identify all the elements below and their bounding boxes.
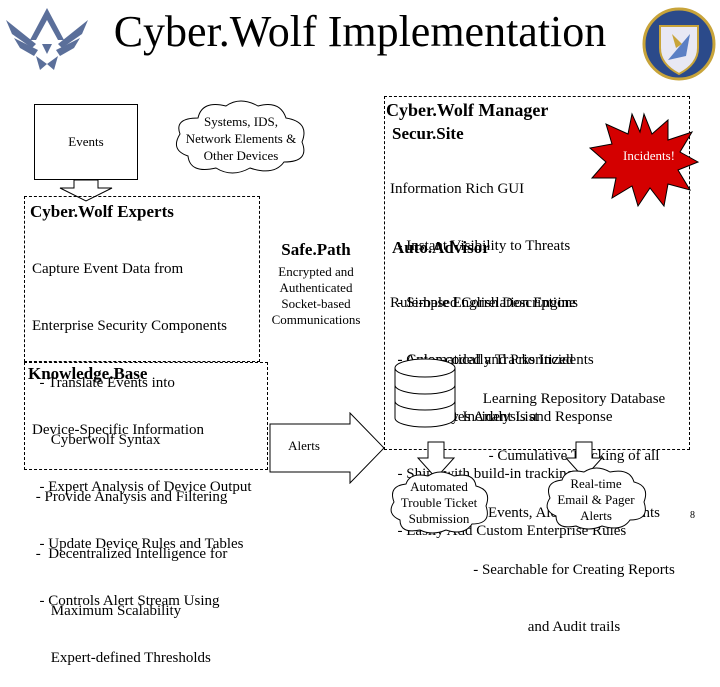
experts-line: Enterprise Security Components — [32, 318, 227, 334]
alerts-right-arrow — [269, 412, 385, 484]
page-number: 8 — [690, 510, 695, 521]
autoadvisor-heading: Auto.Advisor — [392, 238, 490, 257]
incidents-label: Incidents! — [623, 148, 675, 163]
securesite-text: Information Rich GUI - Instant Visibilit… — [390, 142, 578, 446]
database-cylinder-icon — [394, 358, 456, 428]
systems-cloud-line: Other Devices — [203, 148, 279, 163]
experts-section — [24, 196, 260, 362]
safepath-line: Authenticated — [279, 280, 353, 295]
safepath-block: Safe.Path Encrypted and Authenticated So… — [262, 240, 370, 328]
safepath-line: Communications — [271, 312, 361, 327]
autoadvisor-line: - Automatically Tracks Incidents — [390, 352, 594, 368]
realtime-alerts-cloud-shape — [546, 467, 647, 530]
knowledgebase-section — [24, 362, 268, 470]
alerts-label: Alerts — [288, 438, 320, 453]
securesite-line: - Color-coded and Prioritized — [390, 352, 574, 368]
systems-cloud-line: Systems, IDS, — [203, 114, 279, 129]
experts-heading: Cyber.Wolf Experts — [30, 202, 174, 221]
events-box: Events — [34, 104, 138, 180]
knowledgebase-line: Expert-defined Thresholds — [32, 650, 211, 666]
knowledgebase-line: - Controls Alert Stream Using — [32, 593, 220, 609]
realtime-alerts-line: Alerts — [580, 508, 612, 523]
air-force-wings-logo-icon — [6, 8, 88, 70]
autoadvisor-line: Rule-based Correlation Engine — [390, 295, 576, 311]
systems-cloud-line: Network Elements & — [185, 131, 297, 146]
trouble-ticket-line: Trouble Ticket — [400, 495, 478, 510]
realtime-alerts-text: Real-time Email & Pager Alerts — [546, 476, 646, 524]
knowledgebase-text: Device-Specific Information - Expert Ana… — [32, 383, 252, 687]
shield-crest-emblem-icon — [642, 7, 716, 81]
safepath-line: Socket-based — [281, 296, 351, 311]
safepath-heading: Safe.Path — [281, 240, 351, 259]
securesite-line: - Simple English Descriptions — [390, 295, 578, 311]
experts-line: Cyberwolf Syntax — [32, 432, 161, 448]
realtime-alerts-line: Real-time — [570, 476, 622, 491]
systems-cloud-shape — [175, 100, 305, 174]
trouble-ticket-cloud-shape — [390, 471, 489, 534]
experts-line: - Translate Events into — [32, 375, 175, 391]
systems-cloud-text: Systems, IDS, Network Elements & Other D… — [172, 113, 310, 164]
events-down-arrow — [59, 180, 113, 202]
trouble-ticket-line: Automated — [410, 479, 468, 494]
manager-section — [384, 96, 690, 450]
knowledgebase-line: Device-Specific Information — [32, 422, 205, 438]
experts-line: Capture Event Data from — [32, 261, 184, 277]
trouble-ticket-line: Submission — [408, 511, 470, 526]
securesite-line: - Instant Visibility to Threats — [390, 238, 571, 254]
manager-heading: Cyber.Wolf Manager — [386, 100, 549, 120]
repository-line: and Audit trails — [527, 619, 621, 635]
repository-line: - Searchable for Creating Reports — [473, 562, 675, 578]
knowledgebase-heading: Knowledge.Base — [28, 364, 148, 383]
repository-line: Learning Repository Database — [482, 391, 666, 407]
securesite-line: Information Rich GUI — [390, 181, 525, 197]
knowledgebase-line: - Expert Analysis of Device Output — [32, 479, 252, 495]
experts-line: - Provide Analysis and Filtering — [32, 489, 228, 505]
realtime-alerts-line: Email & Pager — [557, 492, 635, 507]
knowledgebase-line: - Update Device Rules and Tables — [32, 536, 244, 552]
securesite-heading: Secur.Site — [392, 124, 464, 143]
slide-title: Cyber.Wolf Implementation — [113, 7, 607, 56]
incidents-starburst-icon — [588, 112, 700, 208]
trouble-ticket-text: Automated Trouble Ticket Submission — [390, 479, 488, 527]
events-label: Events — [68, 134, 104, 149]
safepath-line: Encrypted and — [278, 264, 354, 279]
